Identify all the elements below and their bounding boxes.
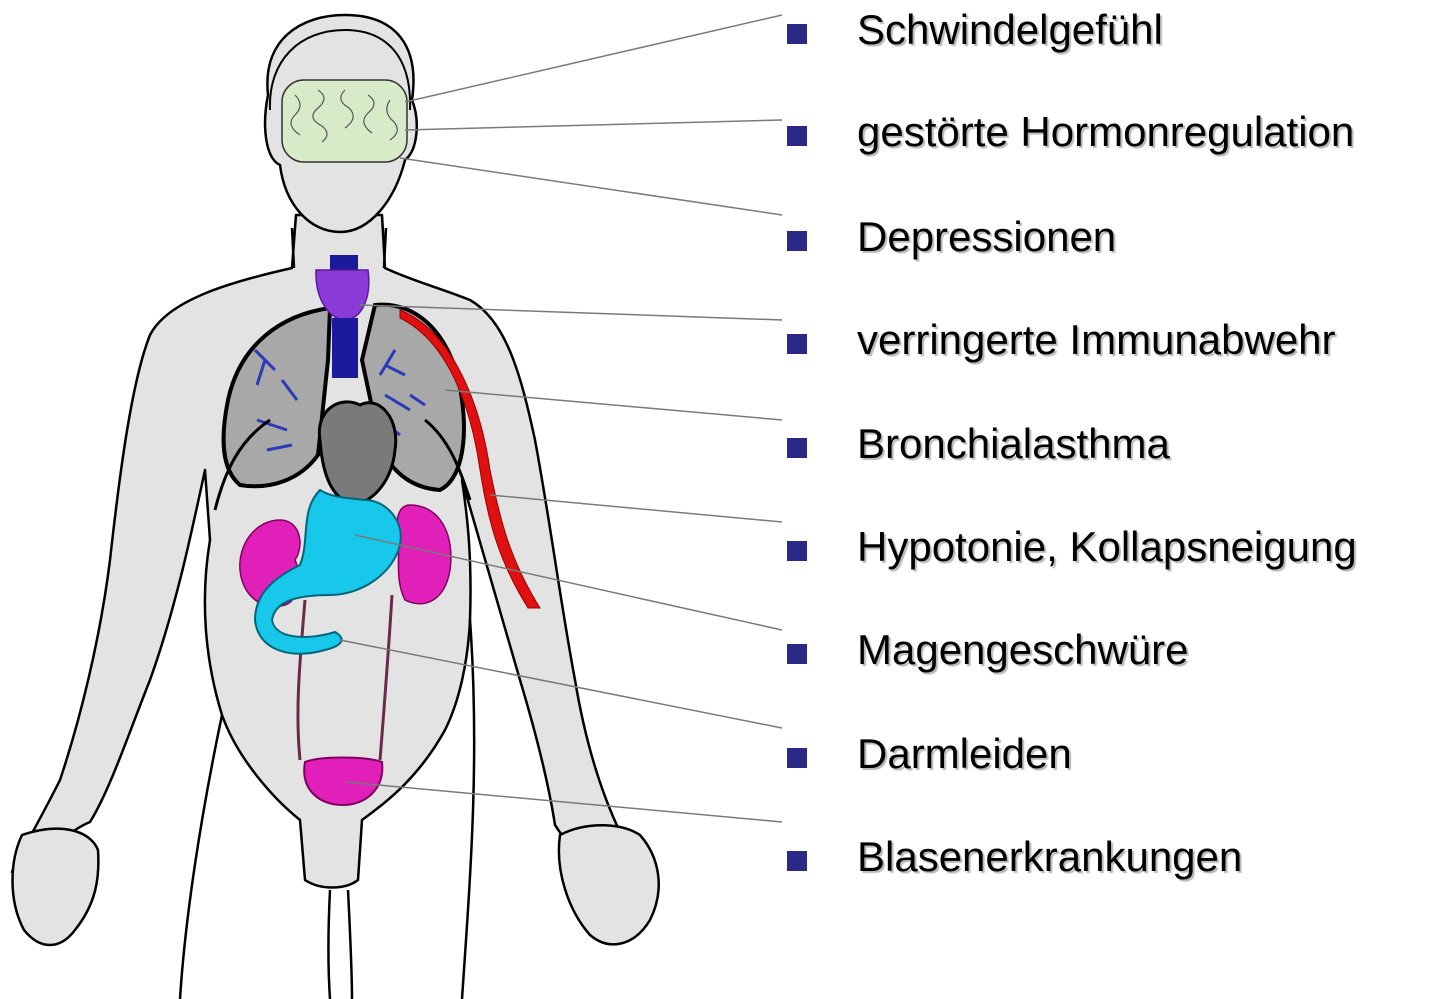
bullet-square bbox=[787, 126, 807, 146]
bullet-square bbox=[787, 644, 807, 664]
bullet-square bbox=[787, 438, 807, 458]
bullet-square bbox=[787, 231, 807, 251]
label-bronchialasthma: Bronchialasthma bbox=[857, 423, 1170, 465]
bullet-square bbox=[787, 748, 807, 768]
label-blasenerkrankungen: Blasenerkrankungen bbox=[857, 836, 1242, 878]
brain bbox=[282, 80, 407, 162]
label-hormonregulation: gestörte Hormonregulation bbox=[857, 111, 1354, 153]
bullet-square bbox=[787, 541, 807, 561]
right-hand bbox=[559, 825, 659, 944]
label-magengeschwuere: Magengeschwüre bbox=[857, 629, 1189, 671]
label-darmleiden: Darmleiden bbox=[857, 733, 1072, 775]
label-immunabwehr: verringerte Immunabwehr bbox=[857, 319, 1336, 361]
bullet-square bbox=[787, 851, 807, 871]
leader-line bbox=[405, 15, 782, 102]
bullet-square bbox=[787, 24, 807, 44]
leader-line bbox=[405, 120, 782, 130]
label-depressionen: Depressionen bbox=[857, 216, 1116, 258]
label-hypotonie: Hypotonie, Kollapsneigung bbox=[857, 526, 1357, 568]
label-schwindel: Schwindelgefühl bbox=[857, 9, 1163, 51]
leader-line bbox=[400, 158, 782, 215]
bullet-square bbox=[787, 334, 807, 354]
left-hand bbox=[13, 829, 99, 945]
